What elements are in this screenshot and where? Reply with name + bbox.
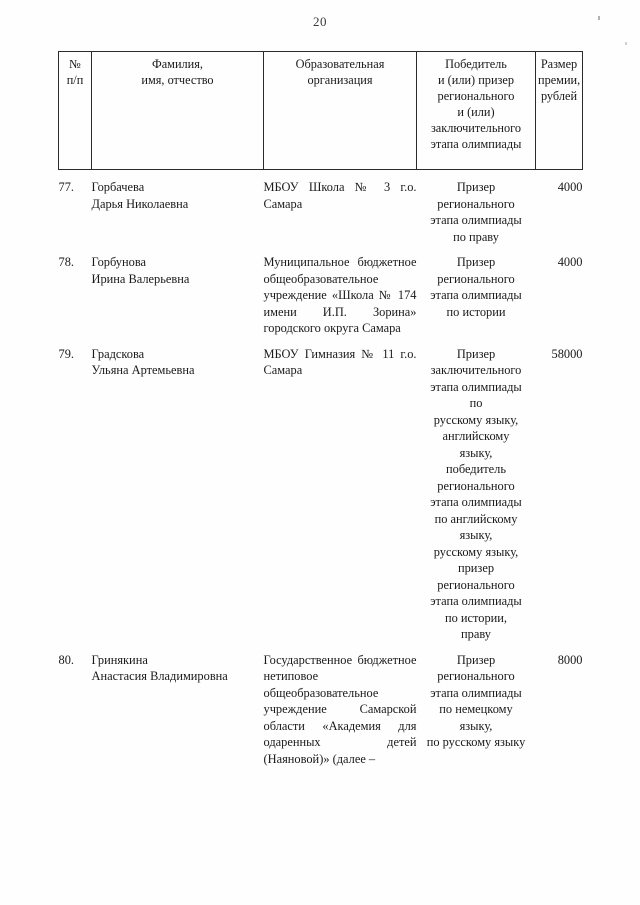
achievement-line: этапа олимпиады [430, 495, 522, 509]
achievement-line: этапа олимпиады [430, 594, 522, 608]
achievement-line: этапа олимпиады [430, 685, 522, 700]
awards-table: № п/п Фамилия, имя, отчество Образовател… [58, 51, 583, 827]
header-number-line2: п/п [66, 72, 84, 87]
row-number: 78. [58, 255, 75, 269]
achievement-line: по русскому языку [426, 735, 526, 749]
row-prize-amount: 4000 [557, 180, 583, 194]
row-achievement: Призер заключительного этапа олимпиады п… [417, 337, 536, 643]
achievement-line: этапа олимпиады [430, 379, 522, 394]
achievement-line: языку, [459, 718, 493, 733]
header-cell-name: Фамилия, имя, отчество [91, 51, 264, 170]
row-organization: Государственное бюджетное нетиповое обще… [263, 652, 417, 766]
achievement-line: Призер [456, 255, 496, 269]
achievement-line: английскому [442, 429, 510, 443]
row-organization: Муниципальное бюджетное общеобразователь… [263, 255, 417, 335]
achievement-line: по праву [453, 229, 499, 244]
achievement-line: регионального [437, 577, 515, 592]
header-achievement-line1: Победитель [445, 57, 507, 71]
header-achievement-line5: заключительного [430, 120, 522, 135]
table-row: 77. Горбачева Дарья Николаевна МБОУ Школ… [59, 170, 583, 246]
header-number-line1: № [69, 57, 81, 71]
achievement-line: регионального [437, 271, 515, 286]
table-row: 79. Градскова Ульяна Артемьевна МБОУ Гим… [59, 337, 583, 643]
row-prize-amount: 58000 [551, 346, 583, 361]
table-header-row: № п/п Фамилия, имя, отчество Образовател… [58, 51, 583, 170]
achievement-line: русскому языку, [433, 544, 519, 559]
row-organization: МБОУ Гимназия № 11 г.о. Самара [263, 346, 417, 378]
achievement-line: языку, [459, 528, 493, 542]
person-given-names: Анастасия Владимировна [91, 669, 228, 683]
scan-artifact-top-right [598, 16, 600, 20]
header-prize-line3: рублей [540, 88, 578, 103]
achievement-line: этапа олимпиады [430, 213, 522, 227]
achievement-line: победитель [446, 462, 506, 476]
row-person-name: Горбачева Дарья Николаевна [92, 170, 264, 246]
header-prize-line2: премии, [538, 72, 581, 87]
achievement-line: по [469, 396, 483, 410]
achievement-line: этапа олимпиады [430, 288, 522, 302]
achievement-line: заключительного [430, 363, 522, 377]
header-prize-line1: Размер [540, 57, 578, 71]
achievement-line: праву [461, 627, 491, 641]
row-organization: МБОУ Школа № 3 г.о. Самара [263, 180, 417, 211]
person-given-names: Ирина Валерьевна [91, 271, 190, 286]
header-cell-number: № п/п [58, 51, 92, 170]
achievement-line: по истории [446, 304, 506, 319]
header-cell-prize: Размер премии, рублей [535, 51, 583, 170]
row-achievement: Призер регионального этапа олимпиады по … [417, 245, 536, 337]
achievement-line: по истории, [444, 610, 508, 625]
person-surname: Гринякина [91, 652, 148, 667]
header-achievement-line6: этапа олимпиады [430, 136, 522, 151]
achievement-line: Призер [456, 346, 496, 361]
row-person-name: Горбунова Ирина Валерьевна [92, 245, 264, 337]
row-number: 77. [58, 180, 75, 194]
achievement-line: по английскому [434, 511, 518, 526]
person-surname: Градскова [91, 346, 145, 361]
person-given-names: Ульяна Артемьевна [91, 363, 195, 377]
header-cell-organization: Образовательная организация [263, 51, 417, 170]
achievement-line: Призер [456, 180, 496, 194]
header-achievement-line3: регионального [437, 88, 515, 103]
row-number: 80. [58, 652, 75, 667]
row-person-name: Градскова Ульяна Артемьевна [92, 337, 264, 643]
page-number: 20 [313, 14, 327, 29]
header-achievement-line4: и (или) [457, 104, 495, 119]
person-surname: Горбачева [91, 180, 145, 194]
achievement-line: по немецкому [439, 702, 513, 716]
row-prize-amount: 4000 [557, 255, 583, 269]
table-row: 78. Горбунова Ирина Валерьевна Муниципал… [59, 245, 583, 337]
row-person-name: Гринякина Анастасия Владимировна [92, 643, 264, 768]
achievement-line: призер [457, 561, 495, 575]
achievement-line: регионального [437, 196, 515, 211]
achievement-line: регионального [437, 478, 515, 493]
scan-artifact-right [625, 42, 627, 45]
header-achievement-line2: и (или) призер [438, 72, 514, 87]
person-surname: Горбунова [91, 255, 147, 269]
header-name-line2: имя, отчество [141, 72, 214, 87]
row-prize-amount: 8000 [557, 652, 583, 667]
row-achievement: Призер регионального этапа олимпиады по … [417, 643, 536, 768]
row-number: 79. [58, 346, 75, 361]
table-row: 80. Гринякина Анастасия Владимировна Гос… [59, 643, 583, 768]
header-name-line1: Фамилия, [152, 57, 203, 71]
spacer-cell [59, 767, 583, 827]
awards-table-container: № п/п Фамилия, имя, отчество Образовател… [58, 51, 583, 827]
achievement-line: регионального [437, 669, 515, 683]
header-cell-achievement: Победитель и (или) призер регионального … [416, 51, 536, 170]
header-org-line2: организация [307, 72, 373, 87]
achievement-line: языку, [459, 445, 493, 460]
row-achievement: Призер регионального этапа олимпиады по … [417, 170, 536, 246]
person-given-names: Дарья Николаевна [91, 196, 189, 211]
achievement-line: русскому языку, [433, 412, 519, 427]
header-org-line1: Образовательная [295, 57, 385, 71]
achievement-line: Призер [456, 652, 496, 667]
table-bottom-spacer [59, 767, 583, 827]
